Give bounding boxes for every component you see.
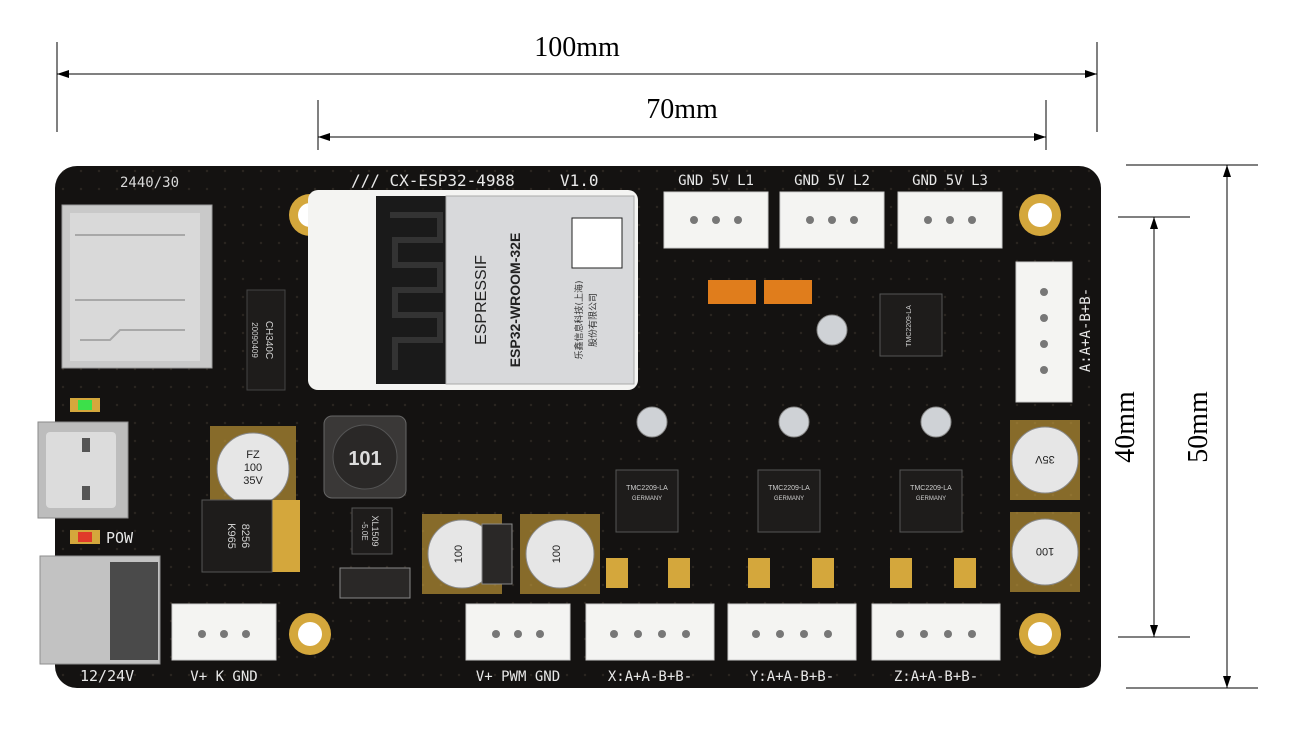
sense-resistors xyxy=(606,558,976,588)
date-code: 2440/30 xyxy=(120,175,179,191)
capacitor-left-line1: FZ xyxy=(246,449,260,461)
dimension-width-total: 100mm xyxy=(56,32,1098,132)
dimension-label-70mm: 70mm xyxy=(646,94,718,125)
capacitor-left: FZ 100 35V xyxy=(210,426,296,512)
dimension-width-holes: 70mm xyxy=(317,94,1047,150)
motor-a-connector: A:A+A-B+B- xyxy=(1015,261,1094,403)
driver-z-origin: GERMANY xyxy=(916,496,946,502)
driver-a: TMC2209-LA xyxy=(879,293,943,357)
orange-components xyxy=(708,280,812,304)
capacitor-cl-line2: 100 xyxy=(453,545,465,563)
driver-y-label: TMC2209-LA xyxy=(768,485,810,492)
mounting-holes xyxy=(289,194,1061,655)
inductor-marking: 101 xyxy=(348,448,381,470)
dimension-height-total: 50mm xyxy=(1126,164,1258,689)
capacitor-left-line2: 100 xyxy=(244,462,262,474)
motor-y-label: Y:A+A-B+B- xyxy=(750,669,834,685)
usb-c-connector xyxy=(37,421,129,519)
limit-connector-3-label: GND 5V L3 xyxy=(912,173,988,189)
module-brand: ESPRESSIF xyxy=(473,255,490,345)
usb-serial-ic: CH340C 20090409 xyxy=(246,289,286,391)
capacitor-right-bottom: 100 xyxy=(1010,512,1080,592)
limit-connector-1: GND 5V L1 xyxy=(663,173,769,249)
driver-x: TMC2209-LA GERMANY xyxy=(615,469,679,533)
driver-x-label: TMC2209-LA xyxy=(626,485,668,492)
module-maker-line1: 乐鑫信息科技(上海) xyxy=(573,280,585,359)
mounting-hole-bottom-right xyxy=(1019,613,1061,655)
motor-z-connector: Z:A+A-B+B- xyxy=(871,603,1001,685)
driver-a-label: TMC2209-LA xyxy=(906,305,913,347)
driver-y: TMC2209-LA GERMANY xyxy=(757,469,821,533)
regulator-line1: XL1509 xyxy=(370,515,380,546)
motor-y-connector: Y:A+A-B+B- xyxy=(727,603,857,685)
driver-z-label: TMC2209-LA xyxy=(910,485,952,492)
pow-led-label: POW xyxy=(106,529,134,547)
motor-z-label: Z:A+A-B+B- xyxy=(894,669,978,685)
power-input-label: 12/24V xyxy=(80,667,134,685)
dimension-height-holes: 40mm xyxy=(1110,216,1190,638)
capacitor-right-top: 35V xyxy=(1010,420,1080,500)
mosfet: 8256 K965 xyxy=(201,499,300,573)
limit-connector-2-label: GND 5V L2 xyxy=(794,173,870,189)
inductor: 101 xyxy=(323,415,407,499)
module-maker-line2: 股份有限公司 xyxy=(587,293,599,347)
usb-serial-ic-code: 20090409 xyxy=(250,322,259,358)
buck-regulator: XL1509 -5.0E xyxy=(351,507,393,555)
diode-center xyxy=(481,523,513,585)
board-title: /// CX-ESP32-4988 xyxy=(351,171,515,190)
usb-serial-ic-label: CH340C xyxy=(263,321,274,359)
module-model: ESP32-WROOM-32E xyxy=(507,233,523,368)
sd-card-slot xyxy=(61,204,213,369)
capacitor-rb-line2: 100 xyxy=(1036,545,1054,557)
motor-a-label: A:A+A-B+B- xyxy=(1078,288,1094,372)
fan-connector: V+ K GND xyxy=(171,603,277,685)
power-jack xyxy=(39,555,161,665)
dimension-label-50mm: 50mm xyxy=(1183,391,1214,463)
mounting-hole-bottom-left xyxy=(289,613,331,655)
esp32-module: ESPRESSIF ESP32-WROOM-32E 乐鑫信息科技(上海) 股份有… xyxy=(308,190,638,390)
driver-y-origin: GERMANY xyxy=(774,496,804,502)
capacitor-cr-line2: 100 xyxy=(551,545,563,563)
limit-connector-1-label: GND 5V L1 xyxy=(678,173,754,189)
driver-x-origin: GERMANY xyxy=(632,496,662,502)
dimension-label-100mm: 100mm xyxy=(534,32,620,63)
diode-left xyxy=(339,567,411,599)
motor-x-label: X:A+A-B+B- xyxy=(608,669,692,685)
power-led-red xyxy=(70,530,100,544)
pwm-connector: V+ PWM GND xyxy=(465,603,571,685)
capacitor-center-right: 100 xyxy=(520,514,600,594)
dimension-label-40mm: 40mm xyxy=(1110,391,1141,463)
mounting-hole-top-right xyxy=(1019,194,1061,236)
limit-connector-3: GND 5V L3 xyxy=(897,173,1003,249)
motor-x-connector: X:A+A-B+B- xyxy=(585,603,715,685)
status-led-green xyxy=(70,398,100,412)
pwm-connector-label: V+ PWM GND xyxy=(476,669,560,685)
board-version: V1.0 xyxy=(560,171,599,190)
mosfet-line2: K965 xyxy=(225,523,237,549)
capacitor-left-line3: 35V xyxy=(243,475,263,487)
trim-potentiometers xyxy=(636,314,952,438)
mosfet-line1: 8256 xyxy=(239,524,251,548)
regulator-line2: -5.0E xyxy=(360,521,369,540)
capacitor-rt-line3: 35V xyxy=(1035,453,1055,465)
limit-connector-2: GND 5V L2 xyxy=(779,173,885,249)
fan-connector-label: V+ K GND xyxy=(190,669,257,685)
driver-z: TMC2209-LA GERMANY xyxy=(899,469,963,533)
